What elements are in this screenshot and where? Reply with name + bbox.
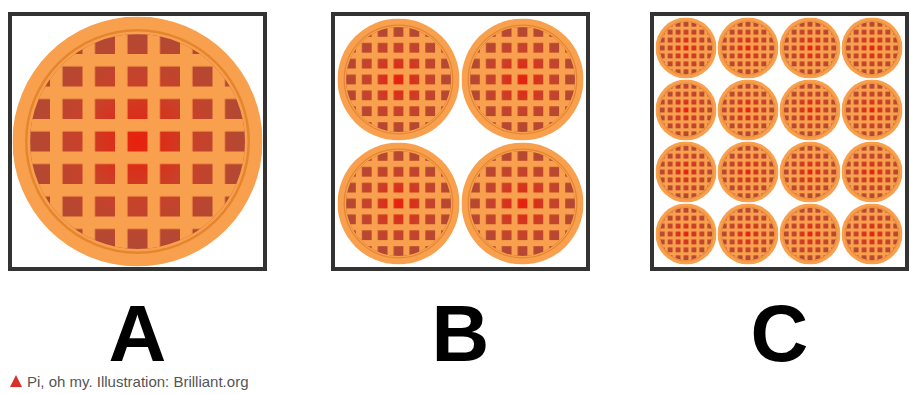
waffle bbox=[780, 142, 841, 203]
waffle bbox=[338, 19, 460, 141]
waffle bbox=[718, 142, 779, 203]
waffle bbox=[718, 80, 779, 141]
waffle bbox=[842, 142, 903, 203]
panel-letter: B bbox=[331, 294, 590, 374]
panel-letter: A bbox=[8, 294, 267, 374]
panel: B bbox=[331, 12, 590, 362]
figure-caption: Pi, oh my. Illustration: Brilliant.org bbox=[27, 373, 248, 391]
waffle bbox=[842, 18, 903, 79]
frame-square bbox=[331, 12, 590, 271]
waffle bbox=[842, 204, 903, 265]
frame-square bbox=[650, 12, 909, 271]
frame-square bbox=[8, 12, 267, 271]
waffle bbox=[780, 204, 841, 265]
waffle bbox=[656, 204, 717, 265]
waffle bbox=[780, 80, 841, 141]
waffle bbox=[462, 143, 584, 265]
waffle bbox=[718, 204, 779, 265]
waffle bbox=[13, 17, 263, 267]
caption-marker bbox=[10, 375, 22, 387]
waffle bbox=[718, 18, 779, 79]
waffle bbox=[656, 18, 717, 79]
waffle bbox=[338, 143, 460, 265]
waffle bbox=[462, 19, 584, 141]
panel: C bbox=[650, 12, 909, 362]
waffle bbox=[656, 142, 717, 203]
panel-letter: C bbox=[650, 294, 909, 374]
waffle bbox=[780, 18, 841, 79]
waffle bbox=[842, 80, 903, 141]
waffle bbox=[656, 80, 717, 141]
panel: A bbox=[8, 12, 267, 362]
